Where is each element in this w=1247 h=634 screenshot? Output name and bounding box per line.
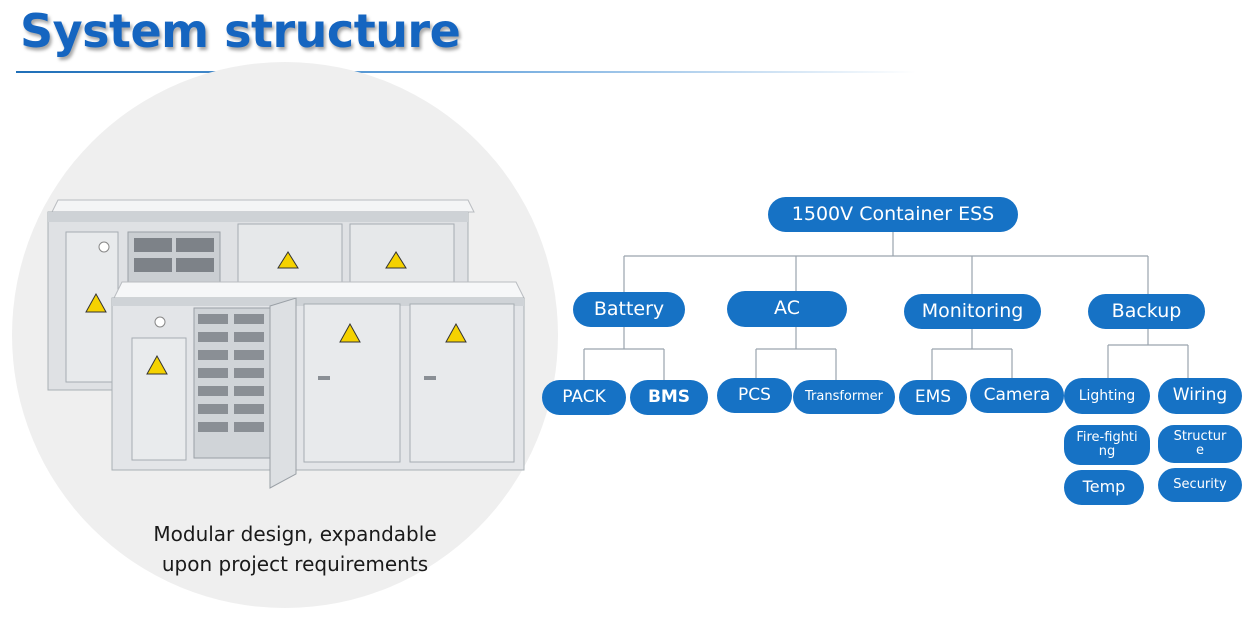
- leaf-security: Security: [1158, 468, 1242, 502]
- page-title: System structure: [20, 4, 461, 58]
- root-node: 1500V Container ESS: [768, 197, 1018, 232]
- caption-line-2: upon project requirements: [161, 552, 429, 576]
- leaf-transformer: Transformer: [793, 380, 895, 414]
- leaf-structure: Structure: [1158, 425, 1242, 463]
- branch-monitoring: Monitoring: [904, 294, 1041, 329]
- caption: Modular design, expandable upon project …: [120, 519, 470, 579]
- front-container: [111, 281, 525, 489]
- branch-backup: Backup: [1088, 294, 1205, 329]
- leaf-lighting: Lighting: [1064, 378, 1150, 414]
- title-underline: [16, 71, 916, 73]
- leaf-pack: PACK: [542, 380, 626, 415]
- leaf-fire-fighting: Fire-fighting: [1064, 425, 1150, 465]
- leaf-pcs: PCS: [717, 378, 792, 413]
- leaf-temp: Temp: [1064, 470, 1144, 505]
- leaf-camera: Camera: [970, 378, 1064, 413]
- branch-battery: Battery: [573, 292, 685, 327]
- leaf-ems: EMS: [899, 380, 967, 415]
- leaf-bms: BMS: [630, 380, 708, 415]
- leaf-wiring: Wiring: [1158, 378, 1242, 414]
- branch-ac: AC: [727, 291, 847, 327]
- caption-line-1: Modular design, expandable: [153, 522, 437, 546]
